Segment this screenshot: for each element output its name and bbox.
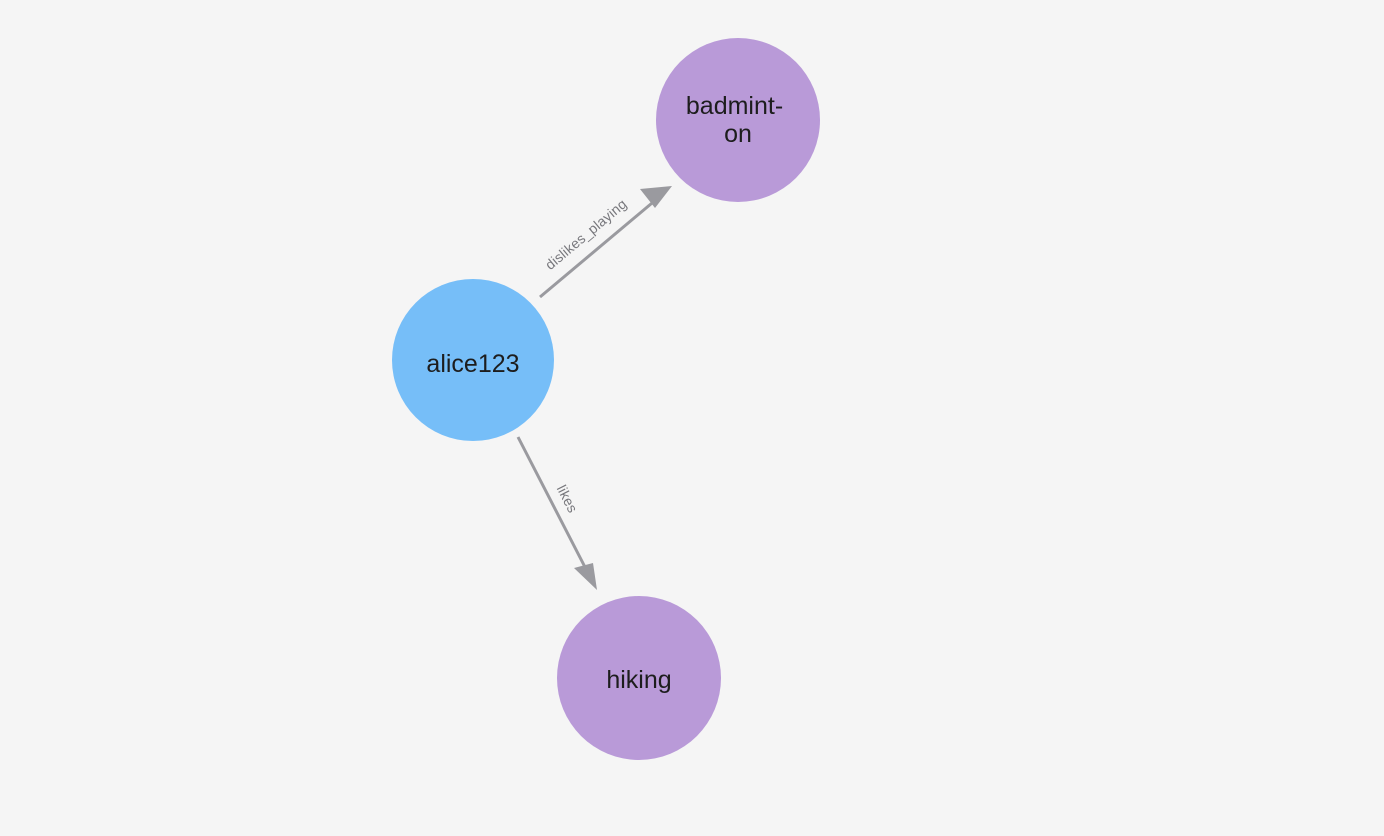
node-circle-alice123[interactable] [392, 279, 554, 441]
edge-line-dislikes-playing [539, 196, 659, 299]
node-badminton[interactable]: badmint- on [656, 38, 820, 202]
node-layer: badmint- on alice123 hiking [392, 38, 820, 760]
edge-label-likes: likes [554, 482, 581, 515]
node-hiking[interactable]: hiking [557, 596, 721, 760]
node-alice123[interactable]: alice123 [392, 279, 554, 441]
node-circle-hiking[interactable] [557, 596, 721, 760]
edge-line-likes [516, 436, 589, 572]
arrowhead-icon-likes [574, 563, 597, 590]
edge-dislikes-playing[interactable]: dislikes_playing [539, 186, 672, 299]
arrowhead-icon-dislikes-playing [640, 186, 672, 208]
edge-likes[interactable]: likes [516, 436, 597, 590]
node-circle-badminton[interactable] [656, 38, 820, 202]
